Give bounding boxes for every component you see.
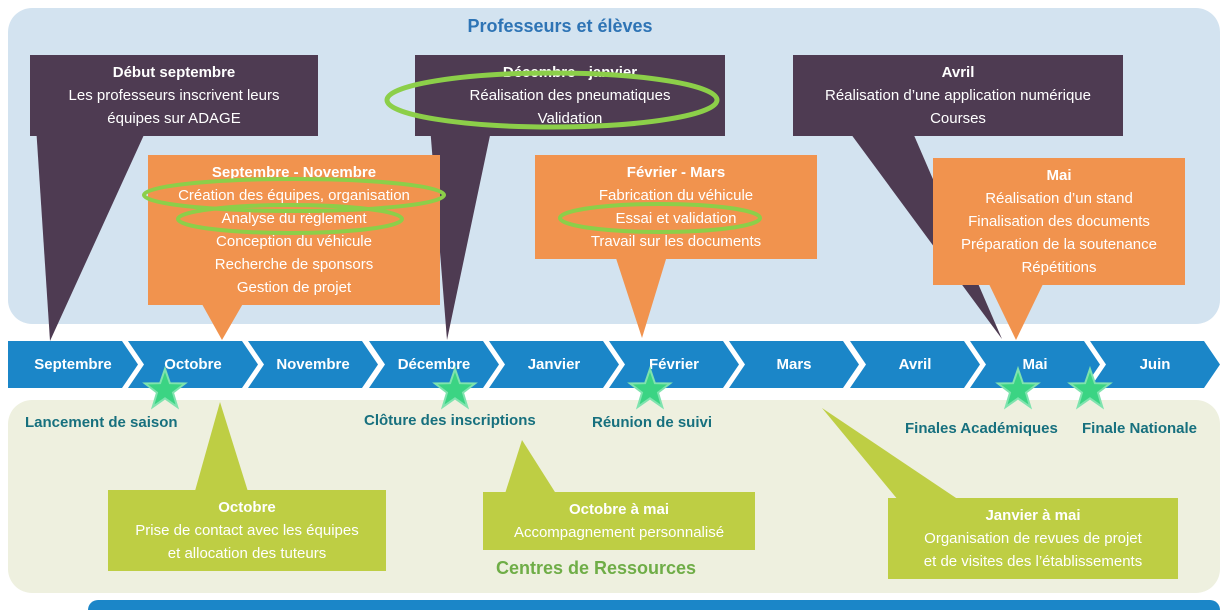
callout-line: équipes sur ADAGE bbox=[107, 110, 241, 127]
callout-debut-septembre: Début septembre Les professeurs inscrive… bbox=[30, 55, 318, 136]
callout-octobre: Octobre Prise de contact avec les équipe… bbox=[108, 490, 386, 571]
callout-line: Accompagnement personnalisé bbox=[513, 524, 725, 541]
callout-line: Prise de contact avec les équipes bbox=[135, 522, 359, 539]
timeline-month-octobre: Octobre bbox=[128, 341, 258, 388]
callout-line: et de visites des l’établissements bbox=[923, 553, 1143, 570]
label-finale-nationale: Finale Nationale bbox=[1082, 420, 1198, 437]
callout-line: Validation bbox=[537, 110, 603, 127]
label-reunion-de-suivi: Réunion de suivi bbox=[592, 414, 713, 431]
callout-line: Les professeurs inscrivent leurs bbox=[68, 87, 280, 104]
callout-janvier-a-mai: Janvier à mai Organisation de revues de … bbox=[888, 498, 1178, 579]
callout-mai: Mai Réalisation d’un stand Finalisation … bbox=[933, 158, 1185, 285]
callout-line: Recherche de sponsors bbox=[214, 256, 374, 273]
callout-line: Préparation de la soutenance bbox=[961, 236, 1157, 253]
callout-line: Essai et validation bbox=[615, 210, 737, 227]
callout-title: Avril bbox=[941, 64, 975, 81]
bottom-section-title: Centres de Ressources bbox=[495, 558, 697, 578]
callout-title: Mai bbox=[1046, 167, 1072, 184]
callout-title: Janvier à mai bbox=[985, 507, 1081, 524]
timeline-month-juin: Juin bbox=[1090, 341, 1220, 388]
callout-line: Gestion de projet bbox=[236, 279, 352, 296]
callout-line: Organisation de revues de projet bbox=[924, 530, 1142, 547]
callout-avril: Avril Réalisation d’une application numé… bbox=[793, 55, 1123, 136]
callout-title: Décembre - janvier bbox=[502, 64, 638, 81]
callout-title: Début septembre bbox=[112, 64, 236, 81]
callout-title: Octobre bbox=[218, 499, 276, 516]
callout-line: Fabrication du véhicule bbox=[598, 187, 754, 204]
timeline-month-novembre: Novembre bbox=[248, 341, 378, 388]
callout-decembre-janvier: Décembre - janvier Réalisation des pneum… bbox=[415, 55, 725, 136]
label-finales-academiques: Finales Académiques bbox=[905, 420, 1058, 437]
callout-title: Septembre - Novembre bbox=[211, 164, 377, 181]
label-lancement-de-saison: Lancement de saison bbox=[25, 414, 178, 431]
callout-line: Réalisation des pneumatiques bbox=[469, 87, 671, 104]
callout-line: Réalisation d’une application numérique bbox=[824, 87, 1091, 104]
partial-second-timeline-bar bbox=[88, 600, 1220, 610]
callout-line: Analyse du règlement bbox=[221, 210, 367, 227]
callout-line: Travail sur les documents bbox=[590, 233, 762, 250]
callout-line: Courses bbox=[930, 110, 986, 127]
callout-title: Février - Mars bbox=[626, 164, 726, 181]
callout-line: Conception du véhicule bbox=[216, 233, 372, 250]
timeline-month-mars: Mars bbox=[729, 341, 859, 388]
top-section-title: Professeurs et élèves bbox=[467, 16, 653, 36]
callout-line: Création des équipes, organisation bbox=[178, 187, 410, 204]
callout-fevrier-mars: Février - Mars Fabrication du véhicule E… bbox=[535, 155, 817, 259]
timeline-month-janvier: Janvier bbox=[489, 341, 619, 388]
callout-octobre-a-mai: Octobre à mai Accompagnement personnalis… bbox=[483, 492, 755, 550]
timeline-month-mai: Mai bbox=[970, 341, 1100, 388]
callout-septembre-novembre: Septembre - Novembre Création des équipe… bbox=[148, 155, 440, 305]
callout-line: Réalisation d’un stand bbox=[985, 190, 1133, 207]
callout-line: et allocation des tuteurs bbox=[167, 545, 327, 562]
callout-title: Octobre à mai bbox=[568, 501, 670, 518]
timeline-month-fevrier: Février bbox=[609, 341, 739, 388]
label-cloture-des-inscriptions: Clôture des inscriptions bbox=[364, 412, 536, 429]
callout-line: Répétitions bbox=[1021, 259, 1097, 276]
callout-line: Finalisation des documents bbox=[968, 213, 1150, 230]
timeline-month-septembre: Septembre bbox=[8, 341, 138, 388]
timeline-month-avril: Avril bbox=[850, 341, 980, 388]
timeline-month-decembre: Décembre bbox=[369, 341, 499, 388]
